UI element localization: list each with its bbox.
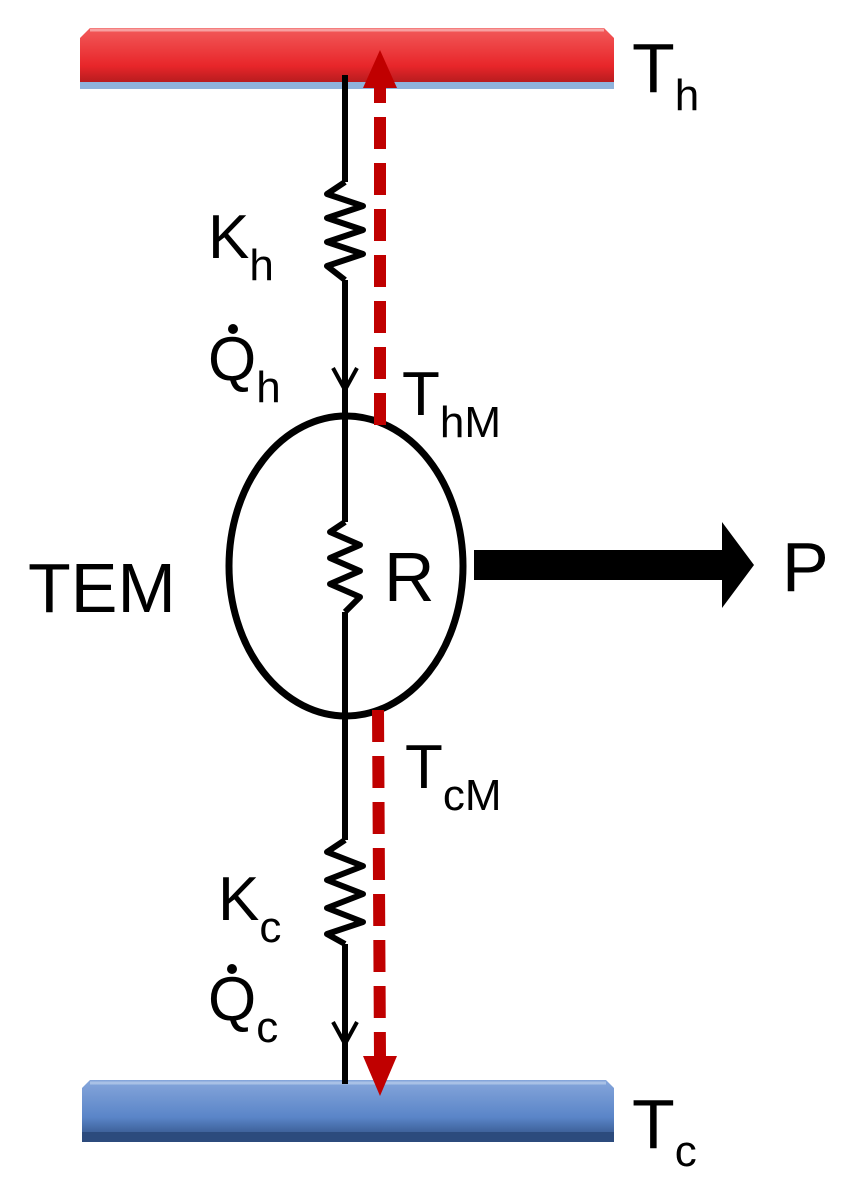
resistance-label: R bbox=[384, 538, 435, 616]
tem-module-ellipse bbox=[225, 412, 467, 720]
cold-side-dashed-arrow bbox=[363, 709, 397, 1096]
hot-heat-flow-dot bbox=[228, 324, 238, 334]
module-cold-temp-label: TcM bbox=[405, 733, 502, 820]
internal-resistance-spring bbox=[327, 519, 363, 615]
cold-conductance-label: Kc bbox=[218, 865, 281, 952]
power-output-arrow bbox=[474, 522, 754, 608]
hot-heat-flow-arrow bbox=[331, 367, 359, 395]
cold-reservoir-label: Tc bbox=[632, 1085, 697, 1176]
hot-reservoir-label: Th bbox=[632, 29, 699, 120]
hot-conductance-label: Kh bbox=[208, 203, 274, 290]
hot-conductance-spring bbox=[324, 179, 366, 283]
power-label: P bbox=[782, 528, 829, 606]
hot-side-dashed-arrow bbox=[363, 50, 397, 425]
cold-heat-flow-label: Qc bbox=[208, 965, 278, 1052]
cold-reservoir-bar bbox=[82, 1080, 614, 1142]
module-hot-temp-label: ThM bbox=[402, 360, 501, 447]
cold-heat-flow-arrow bbox=[331, 1021, 359, 1049]
cold-heat-flow-dot bbox=[227, 964, 237, 974]
tem-module-label: TEM bbox=[28, 549, 176, 627]
cold-conductance-spring bbox=[324, 837, 366, 947]
hot-heat-flow-label: Qh bbox=[208, 325, 281, 412]
